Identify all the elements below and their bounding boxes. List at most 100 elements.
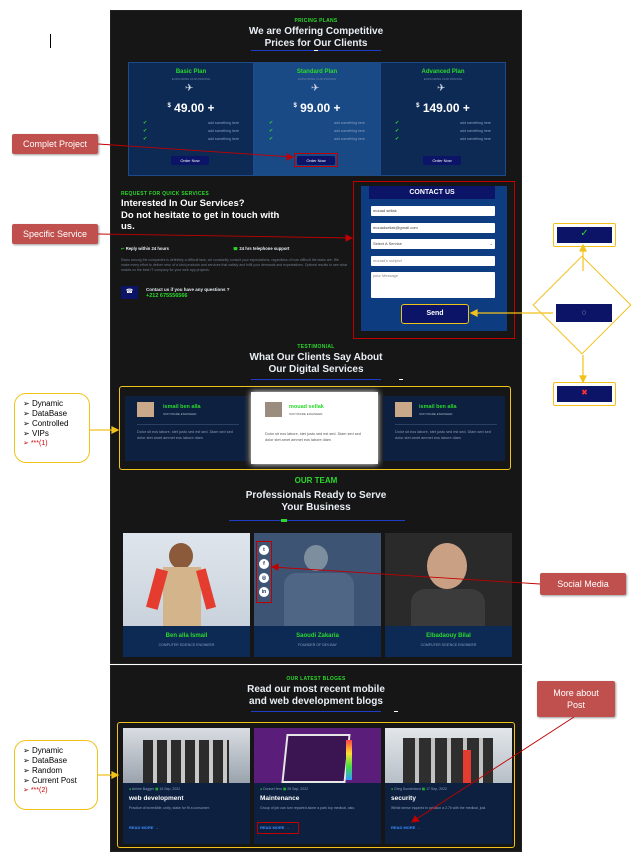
order-now-button[interactable]: Order Now	[297, 156, 335, 165]
blog-title[interactable]: web development	[129, 795, 184, 802]
check-icon: ✓	[557, 227, 612, 243]
check-icon: ✔	[143, 120, 148, 126]
testimonial-underline	[251, 379, 381, 380]
arrow-right-icon: →	[416, 825, 421, 830]
check-icon: ✔	[269, 128, 274, 134]
subject-field[interactable]: mouad's subject	[371, 256, 495, 266]
team-member-role: COMPUTER SCIENCE ENGINEER	[420, 643, 477, 647]
blog-excerpt: Practice of incredible, unity, stake for…	[129, 806, 210, 810]
team-member-name: Elbadaouy Bilal	[426, 633, 471, 639]
contact-form: CONTACT US mouad sellak mouadsellak@gmai…	[361, 186, 507, 331]
blogs-underline	[251, 711, 381, 712]
plan-card-basic: Basic Plan EXPLORING OUR PRICING ✈ $ 49.…	[128, 62, 254, 176]
reply-icon: ↩	[121, 246, 125, 251]
avatar	[137, 402, 154, 417]
team-member-photo	[123, 533, 250, 626]
blog-title[interactable]: Maintenance	[260, 795, 300, 802]
landing-page-screenshot: PRICING PLANS We are Offering Competitiv…	[110, 10, 522, 664]
send-error-state: ✖	[553, 382, 616, 406]
social-icons-highlight	[256, 541, 272, 603]
user-icon: ●	[129, 787, 132, 791]
testimonial-card: ismail ben alla SOFTWARE ENGINEER Dolor …	[383, 396, 505, 461]
check-icon: ✔	[395, 136, 400, 142]
calendar-icon: ▦	[421, 787, 426, 791]
team-underline-dot	[281, 519, 287, 522]
blog-meta: ● Greg Sunderland ▦ 17 Sep, 2022	[391, 787, 447, 791]
callout-more-about-post: More about Post	[537, 681, 615, 717]
team-tag: OUR TEAM	[294, 476, 338, 485]
check-icon: ✔	[143, 136, 148, 142]
read-more-link[interactable]: READ MORE →	[260, 825, 290, 830]
send-button[interactable]: Send	[401, 304, 469, 324]
team-card: Ben alla Ismail COMPUTER SCIENCE ENGINEE…	[123, 533, 250, 657]
loading-icon: ◌	[556, 304, 612, 322]
rocket-icon: ✈	[311, 83, 320, 94]
blog-meta: ● Amine Bagger ▦ 16 Sep, 2022	[129, 787, 181, 791]
plan-name: Basic Plan	[175, 69, 207, 75]
check-icon: ✔	[395, 120, 400, 126]
user-icon: ●	[260, 787, 263, 791]
team-member-role: COMPUTER SCIENCE ENGINEER	[158, 643, 215, 647]
note-testimonials: ➢ Dynamic ➢ DataBase ➢ Controlled ➢ VIPs…	[14, 393, 90, 463]
service-title: Interested In Our Services? Do not hesit…	[121, 198, 280, 232]
blogs-tag: OUR LATEST BLOGES	[286, 676, 346, 682]
service-description: Ravio among the companies is definitely …	[121, 258, 347, 272]
plan-name: Advanced Plan	[421, 69, 465, 75]
callout-complet-project: Complet Project	[12, 134, 98, 154]
plan-name: Standard Plan	[296, 69, 338, 75]
send-success-state: ✓	[553, 223, 616, 247]
arrow-right-icon: →	[285, 825, 290, 830]
paper-plane-icon: ✈	[185, 83, 194, 94]
team-member-name: Saoudi Zakaria	[296, 633, 339, 639]
check-icon: ✔	[143, 128, 148, 134]
instagram-icon[interactable]: ◎	[259, 573, 269, 583]
team-title: Professionals Ready to Serve Your Busine…	[245, 490, 387, 513]
team-underline	[229, 520, 405, 521]
twitter-icon[interactable]: t	[259, 545, 269, 555]
phone-icon: ☎	[233, 246, 239, 251]
pricing-tag: PRICING PLANS	[294, 18, 338, 24]
facebook-icon[interactable]: f	[259, 559, 269, 569]
linkedin-icon[interactable]: in	[259, 587, 269, 597]
calendar-icon: ▦	[155, 787, 159, 791]
read-more-link[interactable]: READ MORE →	[391, 825, 421, 830]
testimonials-highlight	[119, 386, 511, 470]
arrow-right-icon: →	[154, 825, 159, 830]
note-blogs: ➢ Dynamic ➢ DataBase ➢ Random ➢ Current …	[14, 740, 98, 810]
team-member-role: FOUNDER OF DEV-BAY	[297, 643, 338, 647]
plan-subtitle: EXPLORING OUR PRICING	[423, 77, 463, 81]
callout-social-media: Social Media	[540, 573, 626, 595]
blog-image	[123, 728, 250, 783]
read-more-link[interactable]: READ MORE →	[129, 825, 159, 830]
order-now-button[interactable]: Order Now	[423, 156, 461, 165]
read-more-highlight	[257, 822, 299, 834]
phone-button[interactable]: ☎	[121, 286, 138, 299]
team-card: Elbadaouy Bilal COMPUTER SCIENCE ENGINEE…	[385, 533, 512, 657]
callout-specific-service: Specific Service	[12, 224, 98, 244]
service-tag: REQUEST FOR QUICK SERVICES	[121, 191, 209, 197]
blog-card: ● Greg Sunderland ▦ 17 Sep, 2022 securit…	[385, 728, 512, 844]
phone-support-info: ☎ 24 hrs telephone support	[233, 246, 290, 251]
order-now-button[interactable]: Order Now	[171, 156, 209, 165]
blog-title[interactable]: security	[391, 795, 416, 802]
testimonial-title: What Our Clients Say About Our Digital S…	[249, 352, 383, 375]
email-field[interactable]: mouadsellak@gmail.com	[371, 223, 495, 233]
reply-info: ↩ Reply within 24 hours	[121, 246, 169, 251]
order-now-highlight	[294, 153, 338, 167]
plan-subtitle: EXPLORING OUR PRICING	[171, 77, 211, 81]
testimonial-card-active: mouad sellak SOFTWARE ENGINEER Dolor sit…	[251, 392, 378, 464]
blog-card: ● Amine Bagger ▦ 16 Sep, 2022 web develo…	[123, 728, 250, 844]
blog-card: ● Donna Hero ▦ 26 Sep, 2022 Maintenance …	[254, 728, 381, 844]
team-member-name: Ben alla Ismail	[165, 633, 208, 639]
blog-image	[254, 728, 381, 783]
plan-price: $ 149.00 +	[416, 101, 470, 115]
message-field[interactable]: your Message	[371, 272, 495, 298]
name-field[interactable]: mouad sellak	[371, 206, 495, 216]
calendar-icon: ▦	[282, 787, 287, 791]
contact-form-highlight	[353, 181, 515, 339]
text-cursor	[50, 34, 51, 48]
team-member-photo	[385, 533, 512, 626]
contact-phone[interactable]: +212 675556566	[146, 293, 188, 299]
blogs-section-screenshot: OUR LATEST BLOGES Read our most recent m…	[110, 665, 522, 852]
service-select[interactable]: Select A Service⌄	[371, 239, 495, 249]
